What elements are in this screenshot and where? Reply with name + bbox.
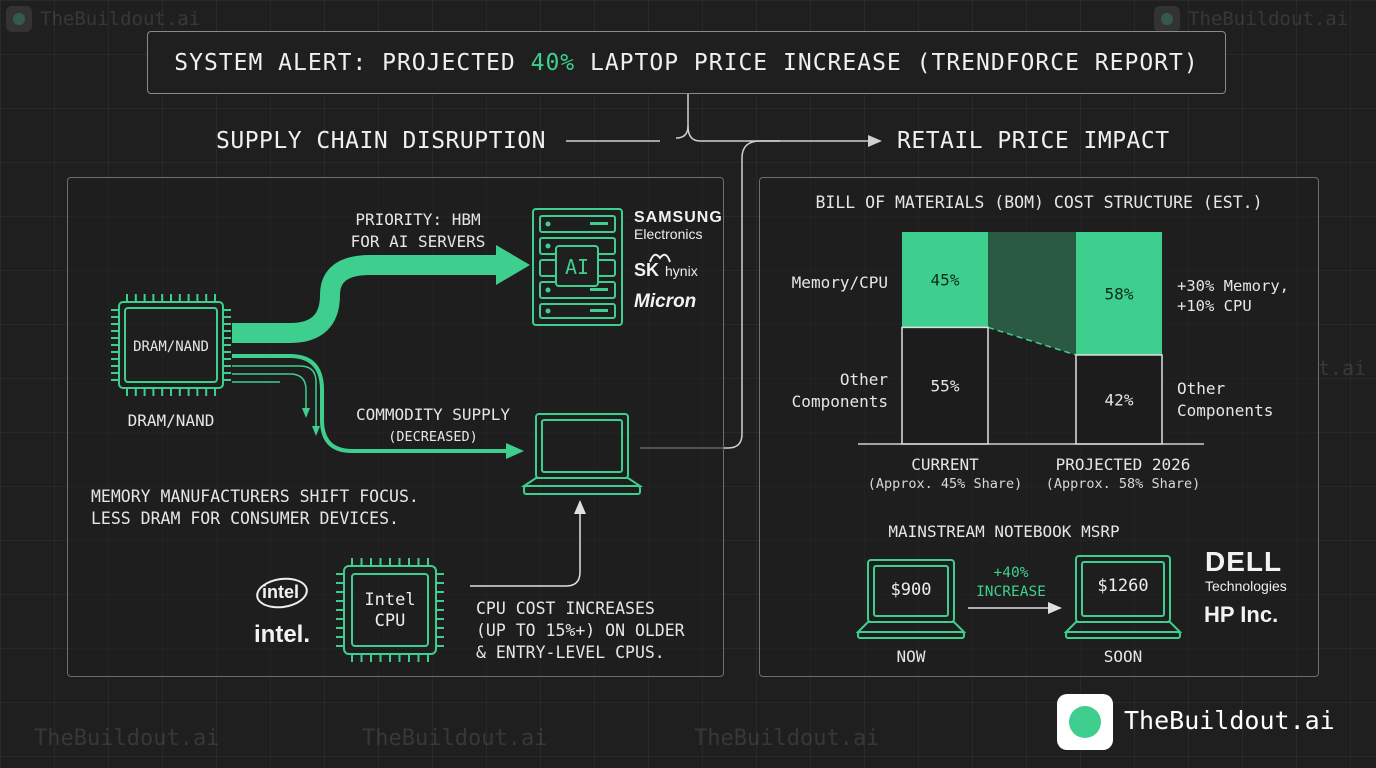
chart-label-other-left: Other Components [770, 369, 888, 413]
ai-server-label: AI [564, 255, 590, 279]
dram-chip-caption: DRAM/NAND [127, 411, 215, 430]
chart-label-other-right: Other Components [1177, 378, 1273, 422]
other-right-line-2: Components [1177, 401, 1274, 420]
dell-logo-subtext: Technologies [1205, 578, 1287, 594]
watermark-text: TheBuildout.ai [40, 8, 201, 30]
watermark-edge: t.ai [1318, 356, 1367, 380]
skhynix-sk-text: SK [634, 260, 660, 280]
commodity-supply-label: COMMODITY SUPPLY (DECREASED) [344, 404, 522, 448]
intel-cpu-chip-icon [336, 558, 444, 662]
watermark-top-left: TheBuildout.ai [6, 6, 200, 32]
category-projected-note: (Approx. 58% Share) [1045, 476, 1201, 492]
cpu-cost-note: CPU COST INCREASES (UP TO 15%+) ON OLDER… [476, 598, 685, 664]
hp-logo: HP Inc. [1204, 602, 1279, 627]
intel-logo-bottom: intel. [254, 621, 311, 648]
samsung-logo: SAMSUNG Electronics [634, 209, 723, 242]
brand-logo-icon [1057, 694, 1113, 750]
watermark-top-right: TheBuildout.ai [1154, 6, 1348, 32]
intel-logo-top: intel [262, 582, 300, 602]
category-projected: PROJECTED 2026 (Approx. 58% Share) [1033, 454, 1213, 492]
alert-text-prefix: SYSTEM ALERT: PROJECTED [174, 49, 531, 76]
bom-value-label-1-1: 42% [1105, 390, 1134, 409]
priority-line-1: PRIORITY: HBM [355, 210, 481, 229]
laptop-icon [520, 413, 644, 495]
bom-bar-other-1 [1075, 354, 1163, 445]
shift-line-1: MEMORY MANUFACTURERS SHIFT FOCUS. [91, 487, 419, 506]
bom-bar-memory-cpu-1 [1076, 232, 1162, 355]
bom-shift-band [988, 232, 1076, 355]
memory-shift-note: MEMORY MANUFACTURERS SHIFT FOCUS. LESS D… [91, 486, 419, 530]
label-now: NOW [896, 647, 926, 666]
shift-line-2: LESS DRAM FOR CONSUMER DEVICES. [91, 509, 399, 528]
delta-line-2: +10% CPU [1177, 297, 1252, 315]
section-title-retail-impact: RETAIL PRICE IMPACT [897, 128, 1170, 154]
bom-bar-memory-cpu-0 [902, 232, 988, 328]
micron-logo: Micron [634, 291, 697, 312]
delta-line-1: +30% Memory, [1177, 277, 1289, 295]
commodity-line-2: (DECREASED) [388, 429, 478, 445]
commodity-line-1: COMMODITY SUPPLY [355, 405, 511, 424]
chart-label-memory-cpu: Memory/CPU [791, 273, 888, 292]
watermark-bottom-2: TheBuildout.ai [362, 726, 548, 751]
bom-value-label-1-0: 55% [931, 377, 960, 396]
category-current: CURRENT (Approx. 45% Share) [855, 454, 1035, 492]
dell-logo: DELL [1205, 546, 1283, 577]
label-soon: SOON [1103, 647, 1143, 666]
dram-chip-icon [111, 294, 231, 396]
laptop-soon-icon [1064, 555, 1182, 639]
system-alert-banner: SYSTEM ALERT: PROJECTED 40% LAPTOP PRICE… [147, 31, 1226, 94]
brand-name: TheBuildout.ai [1124, 706, 1335, 735]
ai-server-icon [532, 208, 623, 326]
increase-line-2: INCREASE [976, 584, 1046, 600]
bom-value-label-0-1: 58% [1105, 284, 1134, 303]
cpu-label-line-1: Intel [364, 590, 416, 610]
other-left-line-2: Components [791, 392, 888, 411]
cpu-label-line-2: CPU [374, 611, 406, 631]
brand-logo-dot [1069, 706, 1101, 738]
bom-value-label-0-0: 45% [931, 271, 960, 290]
other-right-line-1: Other [1177, 379, 1226, 398]
watermark-bottom-3: TheBuildout.ai [694, 726, 880, 751]
msrp-increase-label: +40% INCREASE [962, 564, 1060, 602]
cpu-chip-label: Intel CPU [352, 590, 428, 632]
watermark-logo-icon [1154, 6, 1180, 32]
watermark-bottom-1: TheBuildout.ai [34, 726, 220, 751]
laptop-now-icon [856, 559, 966, 639]
skhynix-butterfly-icon [649, 253, 671, 263]
samsung-logo-subtext: Electronics [634, 226, 703, 242]
samsung-logo-text: SAMSUNG [634, 209, 723, 226]
priority-line-2: FOR AI SERVERS [350, 232, 486, 251]
alert-text-suffix: LAPTOP PRICE INCREASE (TRENDFORCE REPORT… [575, 49, 1199, 76]
dram-chip-label: DRAM/NAND [133, 339, 209, 355]
section-title-supply-chain: SUPPLY CHAIN DISRUPTION [216, 128, 546, 154]
priority-hbm-label: PRIORITY: HBM FOR AI SERVERS [338, 209, 498, 253]
chart-delta-label: +30% Memory, +10% CPU [1177, 276, 1289, 316]
alert-highlight: 40% [530, 49, 576, 76]
category-current-note: (Approx. 45% Share) [867, 476, 1023, 492]
category-projected-name: PROJECTED 2026 [1055, 455, 1191, 474]
increase-line-1: +40% [993, 565, 1029, 581]
cpu-cost-line-1: CPU COST INCREASES [476, 599, 655, 618]
cpu-cost-line-3: & ENTRY-LEVEL CPUS. [476, 643, 665, 662]
msrp-title: MAINSTREAM NOTEBOOK MSRP [888, 522, 1120, 541]
price-now: $900 [890, 580, 932, 600]
bom-chart-title: BILL OF MATERIALS (BOM) COST STRUCTURE (… [815, 193, 1263, 212]
skhynix-hynix-text: hynix [665, 263, 698, 279]
cpu-cost-line-2: (UP TO 15%+) ON OLDER [476, 621, 685, 640]
watermark-logo-icon [6, 6, 32, 32]
watermark-text: TheBuildout.ai [1188, 8, 1349, 30]
bom-shift-dashed-line [987, 326, 1077, 356]
other-left-line-1: Other [839, 370, 888, 389]
category-current-name: CURRENT [911, 455, 979, 474]
skhynix-logo: SK hynix [634, 260, 698, 281]
msrp-arrow-icon [968, 602, 1062, 614]
price-soon: $1260 [1097, 576, 1149, 596]
